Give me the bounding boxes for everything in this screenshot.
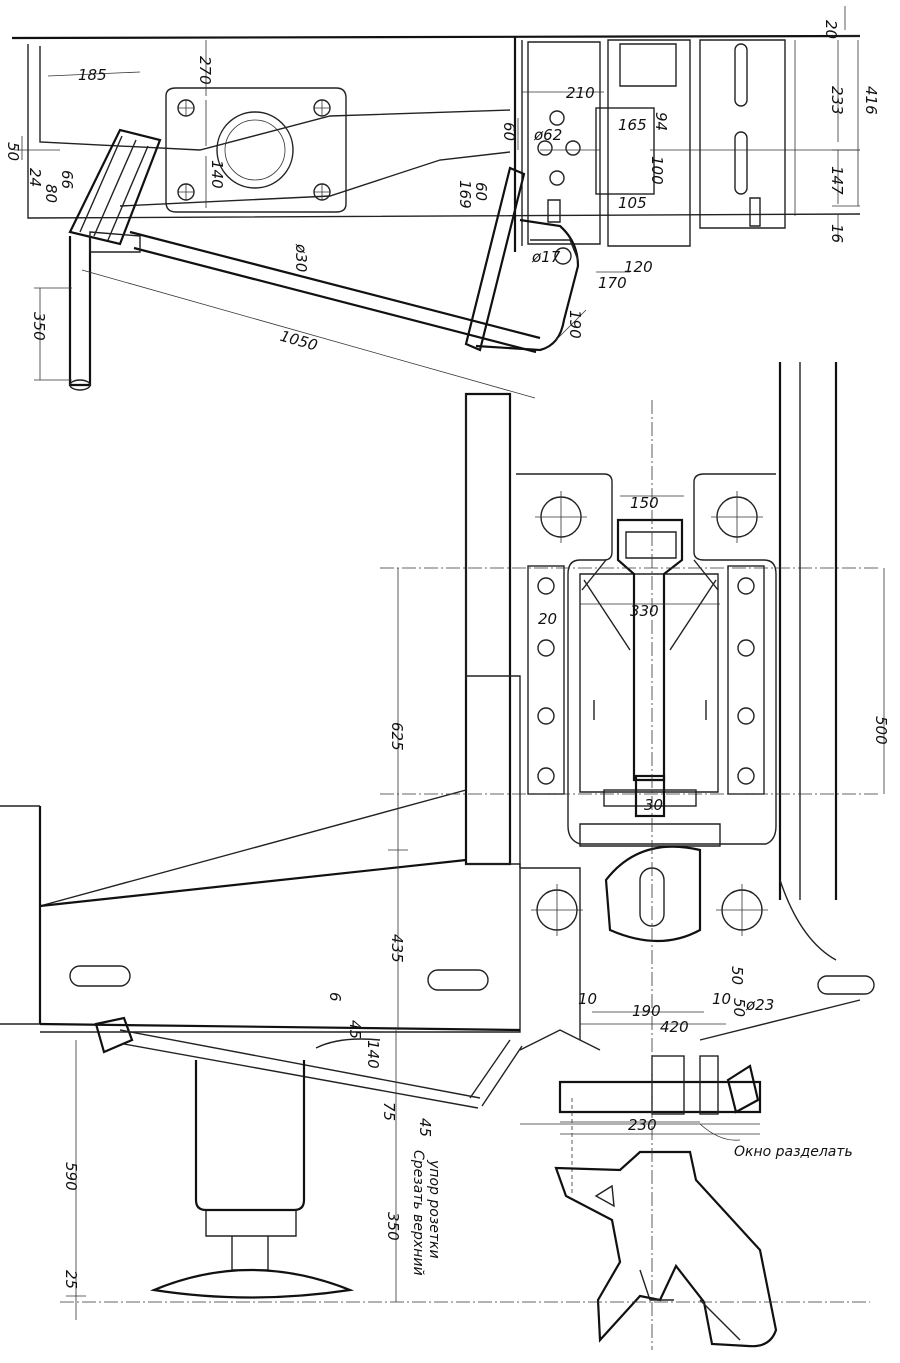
dim-75: 75 bbox=[380, 1102, 398, 1121]
dim-330: 330 bbox=[630, 602, 659, 620]
dim-94: 94 bbox=[652, 112, 670, 131]
dim-105: 105 bbox=[618, 194, 647, 212]
dim-60b: 60 bbox=[472, 182, 490, 201]
dim-50: 50 bbox=[4, 142, 22, 161]
dim-1050: 1050 bbox=[278, 327, 320, 355]
dim-phi62: ø62 bbox=[533, 126, 562, 144]
dim-60: 60 bbox=[500, 122, 518, 141]
dim-500: 500 bbox=[872, 716, 890, 745]
dim-20-top: 20 bbox=[822, 20, 840, 39]
dim-phi30: ø30 bbox=[292, 243, 310, 272]
note-window: Окно разделать bbox=[734, 1144, 853, 1160]
dim-190-tol: 190 bbox=[566, 310, 584, 339]
dim-150: 150 bbox=[630, 494, 659, 512]
dim-140b: 140 bbox=[364, 1040, 382, 1069]
dim-50-right: 50 bbox=[728, 966, 746, 985]
dim-185: 185 bbox=[78, 66, 107, 84]
dim-435: 435 bbox=[388, 934, 406, 963]
dim-phi17: ø17 bbox=[531, 248, 561, 266]
dim-420: 420 bbox=[660, 1018, 689, 1036]
dim-30-mid: 30 bbox=[644, 796, 663, 814]
dim-10a: 10 bbox=[578, 990, 597, 1008]
dim-24: 24 bbox=[26, 168, 44, 187]
bolt-holes bbox=[537, 577, 755, 785]
dim-140: 140 bbox=[208, 160, 226, 189]
dim-100: 100 bbox=[648, 156, 666, 185]
top-dimensions bbox=[14, 6, 860, 399]
main-dimensions bbox=[66, 495, 885, 1320]
dim-10b: 10 bbox=[712, 990, 731, 1008]
dim-416: 416 bbox=[862, 86, 880, 115]
dim-190: 190 bbox=[632, 1002, 661, 1020]
top-dimension-labels: 20 233 416 147 16 185 270 210 60 165 94 … bbox=[4, 20, 880, 355]
dim-45b: 45 bbox=[416, 1118, 434, 1137]
dim-147: 147 bbox=[828, 166, 846, 195]
dim-210: 210 bbox=[566, 84, 595, 102]
dim-80: 80 bbox=[42, 184, 60, 203]
dim-169: 169 bbox=[456, 180, 474, 209]
dim-350-top: 350 bbox=[30, 312, 48, 341]
dim-270: 270 bbox=[196, 56, 214, 85]
dim-350-bottom: 350 bbox=[384, 1212, 402, 1241]
dim-45a: 45 bbox=[346, 1020, 364, 1039]
main-frame-view bbox=[0, 362, 880, 1350]
note-cut-line2: упор розетки bbox=[426, 1159, 442, 1259]
dim-590: 590 bbox=[62, 1162, 80, 1191]
dim-625: 625 bbox=[388, 722, 406, 751]
dim-230: 230 bbox=[628, 1116, 657, 1134]
dim-120: 120 bbox=[624, 258, 653, 276]
dim-20-mid: 20 bbox=[538, 610, 557, 628]
main-dimension-labels: 150 330 20 625 500 30 435 50 10 190 10 4… bbox=[62, 494, 890, 1289]
note-cut-line1: Срезать верхний bbox=[410, 1150, 426, 1276]
dim-25: 25 bbox=[62, 1270, 80, 1289]
dim-165: 165 bbox=[618, 116, 647, 134]
dim-50b: 50 bbox=[730, 998, 748, 1017]
dim-6: 6 bbox=[326, 992, 344, 1002]
dim-16: 16 bbox=[828, 224, 846, 243]
dim-233: 233 bbox=[828, 86, 846, 115]
dim-66: 66 bbox=[58, 170, 76, 189]
dim-170: 170 bbox=[598, 274, 627, 292]
dim-phi23: ø23 bbox=[745, 996, 774, 1014]
top-frame-view bbox=[11, 34, 861, 391]
